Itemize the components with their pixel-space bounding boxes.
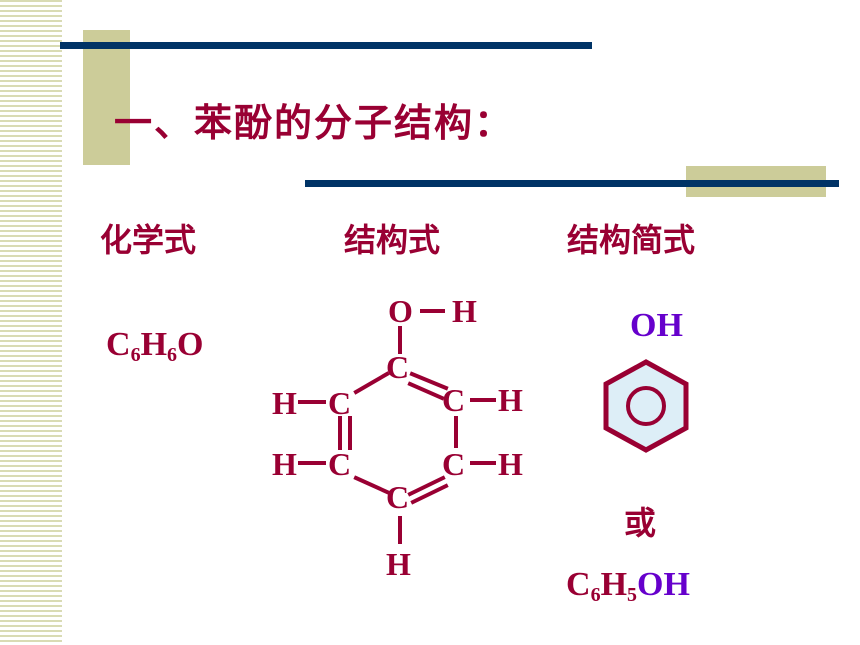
atom-o: O bbox=[388, 293, 413, 329]
bond-c5-c4 bbox=[353, 475, 390, 495]
atom-h-top: H bbox=[452, 293, 477, 329]
atom-c2: C bbox=[442, 382, 465, 418]
condensed-formula: C6H5OH bbox=[566, 566, 690, 607]
molecular-formula: C6H6O bbox=[106, 326, 203, 367]
formula-c: C bbox=[106, 326, 131, 363]
atom-h-right-upper: H bbox=[498, 382, 523, 418]
structural-formula-diagram: O H C C H C H C H C H C H bbox=[272, 293, 523, 582]
atom-c3: C bbox=[442, 446, 465, 482]
atom-c4: C bbox=[386, 479, 409, 515]
bond-c3-c4-a bbox=[407, 475, 446, 497]
condensed-c: C bbox=[566, 566, 591, 603]
slide-title: 一、苯酚的分子结构： bbox=[114, 101, 515, 145]
bond-c1-c2-b bbox=[407, 381, 445, 401]
bond-c1-c6 bbox=[353, 371, 390, 395]
formula-h: H bbox=[140, 326, 168, 363]
condensed-c-sub: 6 bbox=[590, 584, 601, 606]
atom-h-left-lower: H bbox=[272, 446, 297, 482]
label-simplified-structure: 结构简式 bbox=[567, 221, 696, 259]
label-chemical-formula: 化学式 bbox=[100, 221, 197, 259]
atom-c5: C bbox=[328, 446, 351, 482]
simplified-structure-diagram: OH bbox=[603, 307, 689, 453]
atom-h-right-lower: H bbox=[498, 446, 523, 482]
or-label: 或 bbox=[624, 504, 657, 542]
atom-h-bottom: H bbox=[386, 546, 411, 582]
formula-o: O bbox=[177, 326, 204, 363]
olive-vertical-bar bbox=[83, 30, 130, 165]
atom-h-left-upper: H bbox=[272, 385, 297, 421]
decorative-stripes bbox=[0, 0, 62, 645]
bond-c1-c2-a bbox=[409, 371, 449, 391]
condensed-h-sub: 5 bbox=[627, 584, 638, 606]
oh-label: OH bbox=[630, 307, 683, 344]
atom-c6: C bbox=[328, 385, 351, 421]
atom-c1: C bbox=[386, 349, 409, 385]
middle-rule bbox=[305, 180, 839, 187]
label-structural-formula: 结构式 bbox=[344, 221, 441, 259]
condensed-h: H bbox=[600, 566, 628, 603]
formula-c-sub: 6 bbox=[130, 344, 141, 366]
condensed-oh: OH bbox=[637, 566, 690, 603]
formula-h-sub: 6 bbox=[167, 344, 178, 366]
top-rule bbox=[60, 42, 592, 49]
benzene-ring bbox=[603, 359, 689, 453]
bond-c3-c4-b bbox=[410, 483, 449, 505]
aromatic-circle bbox=[626, 386, 666, 426]
